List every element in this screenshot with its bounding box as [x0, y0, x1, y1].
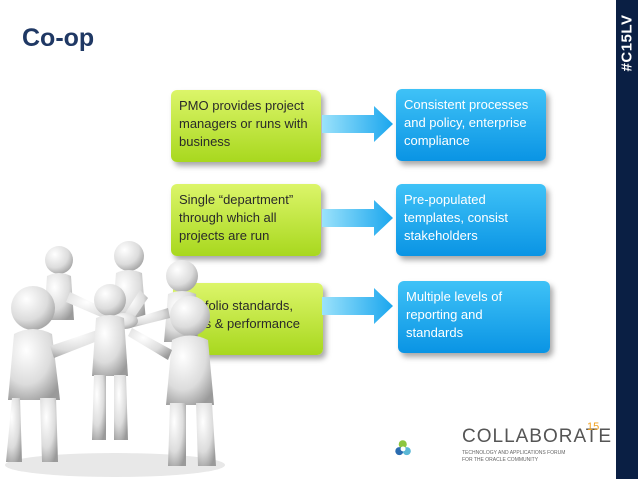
- right-box-3-text: Multiple levels of reporting and standar…: [406, 289, 503, 340]
- logo-wordmark: COLLABORATE: [462, 426, 613, 447]
- hashtag-sidebar: #C15LV: [616, 0, 638, 479]
- arrow-right-icon: [322, 106, 393, 142]
- right-box-1: Consistent processes and policy, enterpr…: [396, 89, 546, 161]
- team-figures-illustration: [5, 241, 225, 477]
- logo-tagline-2: FOR THE ORACLE COMMUNITY: [462, 457, 539, 463]
- hashtag-label: #C15LV: [618, 14, 636, 72]
- right-box-3: Multiple levels of reporting and standar…: [398, 281, 550, 353]
- logo-tagline-1: TECHNOLOGY AND APPLICATIONS FORUM: [462, 450, 566, 456]
- right-box-2: Pre-populated templates, consist stakeho…: [396, 184, 546, 256]
- slide-title: Co-op: [22, 24, 95, 52]
- left-box-2-text: Single “department” through which all pr…: [179, 192, 294, 243]
- left-box-1: PMO provides project managers or runs wi…: [171, 90, 321, 162]
- arrow-right-icon: [322, 200, 393, 236]
- arrow-right-icon: [322, 288, 393, 324]
- collaborate-logo: [395, 440, 411, 456]
- right-box-1-text: Consistent processes and policy, enterpr…: [404, 97, 529, 148]
- left-box-3-text: Portfolio standards, KPI’s & performance: [181, 298, 300, 331]
- left-box-2: Single “department” through which all pr…: [171, 184, 321, 256]
- right-box-2-text: Pre-populated templates, consist stakeho…: [404, 192, 509, 243]
- left-box-1-text: PMO provides project managers or runs wi…: [179, 98, 308, 149]
- logo-year: 15: [587, 421, 600, 433]
